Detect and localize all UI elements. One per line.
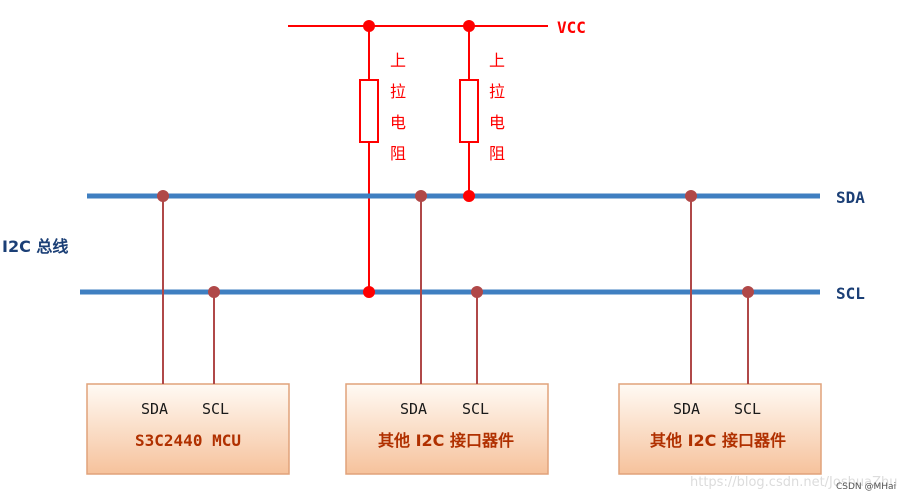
scl-bus-label: SCL <box>836 284 865 303</box>
mcu-name: S3C2440 MCU <box>135 431 241 450</box>
vcc-junction-2 <box>463 20 475 32</box>
sda-pullup-junction <box>463 190 475 202</box>
device-junctions <box>157 190 754 298</box>
mcu-pin-scl: SCL <box>202 400 229 418</box>
scl-pullup-junction <box>363 286 375 298</box>
pullup-1-label: 上 拉 电 阻 <box>390 51 406 163</box>
device-box-peripheral-2 <box>618 383 822 475</box>
pullup-2-char-3: 电 <box>489 113 505 132</box>
device-mcu: SDA SCL S3C2440 MCU <box>135 400 241 450</box>
power-junctions <box>363 20 475 298</box>
i2c-bus-name: I2C 总线 <box>2 237 68 256</box>
device-wires <box>162 196 749 384</box>
pullup-1-char-1: 上 <box>390 51 406 70</box>
pullup-resistor-1 <box>359 79 379 143</box>
watermark-url: https://blog.csdn.net/JoshuaZhu <box>690 475 897 490</box>
peripheral-1-pin-sda: SDA <box>400 400 427 418</box>
peripheral-2-pin-scl: SCL <box>734 400 761 418</box>
peripheral-2-name: 其他 I2C 接口器件 <box>650 431 786 450</box>
pullup-2-char-2: 拉 <box>489 82 505 101</box>
sda-bus-label: SDA <box>836 188 865 207</box>
peripheral-2-sda-junction <box>685 190 697 202</box>
pullup-1-char-3: 电 <box>390 113 406 132</box>
peripheral-1-pin-scl: SCL <box>462 400 489 418</box>
mcu-sda-junction <box>157 190 169 202</box>
peripheral-1-scl-junction <box>471 286 483 298</box>
mcu-scl-junction <box>208 286 220 298</box>
vcc-junction-1 <box>363 20 375 32</box>
pullup-2-label: 上 拉 电 阻 <box>489 51 505 163</box>
device-peripheral-1: SDA SCL 其他 I2C 接口器件 <box>378 400 514 450</box>
pullup-1-char-2: 拉 <box>390 82 406 101</box>
peripheral-2-pin-sda: SDA <box>673 400 700 418</box>
peripheral-2-scl-junction <box>742 286 754 298</box>
pullup-resistor-2 <box>459 79 479 143</box>
watermark-tag: CSDN @MHai <box>836 482 896 492</box>
device-box-peripheral-1 <box>345 383 549 475</box>
device-box-mcu <box>86 383 290 475</box>
mcu-pin-sda: SDA <box>141 400 168 418</box>
vcc-label: VCC <box>557 18 586 37</box>
peripheral-1-sda-junction <box>415 190 427 202</box>
pullup-2-char-4: 阻 <box>489 144 505 163</box>
pullup-1-char-4: 阻 <box>390 144 406 163</box>
device-peripheral-2: SDA SCL 其他 I2C 接口器件 <box>650 400 786 450</box>
pullup-2-char-1: 上 <box>489 51 505 70</box>
peripheral-1-name: 其他 I2C 接口器件 <box>378 431 514 450</box>
